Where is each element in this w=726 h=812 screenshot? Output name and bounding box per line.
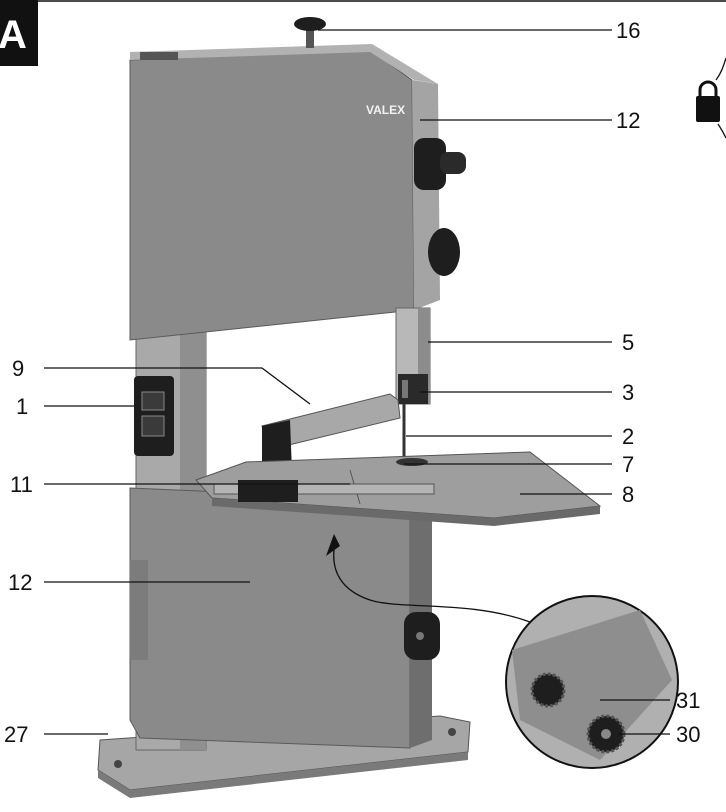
callout-9: 9 bbox=[12, 356, 24, 381]
callout-30: 30 bbox=[676, 722, 700, 747]
leader-lines bbox=[44, 29, 670, 735]
tracking-knob bbox=[428, 228, 460, 276]
figure-letter: A bbox=[0, 13, 27, 57]
upper-blade-guide bbox=[398, 374, 428, 404]
lower-wheel-housing bbox=[129, 487, 432, 749]
callout-31: 31 bbox=[676, 688, 700, 713]
blade-tension-knob bbox=[294, 17, 326, 48]
callout-12-lower: 12 bbox=[8, 570, 32, 595]
brand-label: VALEX bbox=[366, 103, 405, 117]
callout-27: 27 bbox=[4, 722, 28, 747]
upper-wheel-housing: VALEX bbox=[129, 44, 440, 341]
detail-magnifier bbox=[505, 595, 679, 769]
lock-icon bbox=[696, 57, 726, 139]
detail-arrow bbox=[333, 549, 531, 623]
detail-arrowhead bbox=[326, 534, 340, 556]
callout-3: 3 bbox=[622, 380, 634, 405]
callout-5: 5 bbox=[622, 330, 634, 355]
callout-11: 11 bbox=[10, 472, 33, 497]
upper-side-knob bbox=[414, 138, 466, 190]
figure-badge: A bbox=[0, 0, 38, 66]
callout-12-upper: 12 bbox=[616, 108, 640, 133]
callout-2: 2 bbox=[622, 424, 634, 449]
callout-8: 8 bbox=[622, 482, 634, 507]
callout-1: 1 bbox=[16, 394, 28, 419]
callout-labels: 16 12 5 3 2 7 8 9 1 11 12 27 31 30 bbox=[4, 18, 700, 747]
callout-7: 7 bbox=[622, 452, 634, 477]
on-off-switch bbox=[134, 376, 174, 456]
callout-16: 16 bbox=[616, 18, 640, 43]
fence-lock bbox=[238, 480, 298, 502]
adjust-wheel-31 bbox=[530, 672, 566, 708]
